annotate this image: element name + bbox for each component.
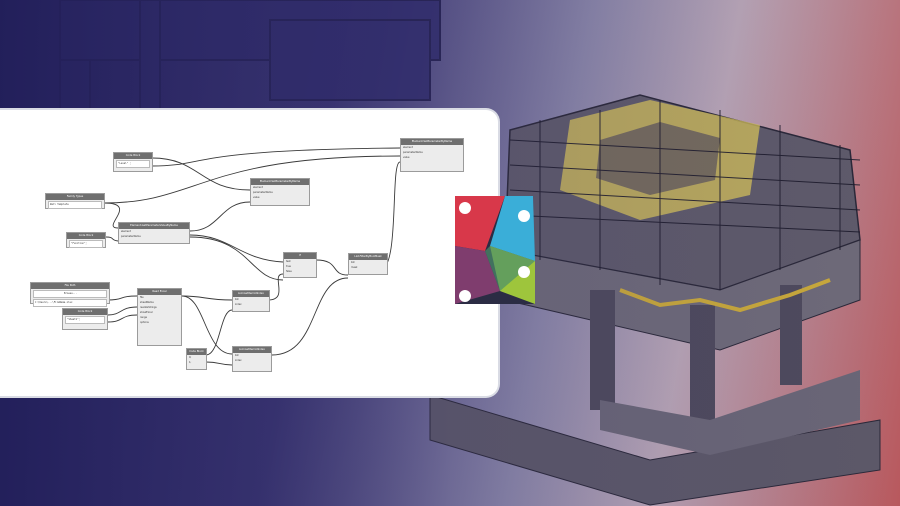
dynamo-graph-panel: Code Block "Level" ; Family Types Wall T… — [0, 108, 500, 398]
code-block-mid[interactable]: Code Block "Function"; — [66, 232, 106, 248]
get-item-node-2[interactable]: List.GetItemAtIndex list index — [232, 346, 272, 372]
file-path-node[interactable]: File Path Browse... C:\Users\...\FileNam… — [30, 282, 110, 307]
code-line[interactable]: 1; — [189, 361, 192, 364]
node-title: Code Block — [114, 153, 152, 159]
node-title: Code Block — [67, 233, 105, 239]
node-title: Family Types — [46, 194, 104, 200]
get-item-node-1[interactable]: List.GetItemAtIndex list index — [232, 290, 270, 312]
port-parameter-name[interactable]: parameterName — [253, 191, 273, 194]
port-show-excel[interactable]: showExcel — [140, 311, 153, 314]
port-false[interactable]: false — [286, 270, 292, 273]
code-line[interactable]: 0; — [189, 356, 192, 359]
code-line[interactable]: "Level" ; — [116, 160, 150, 168]
node-title: Element.SetParameterByName — [251, 179, 309, 185]
port-sheet-name[interactable]: sheetName — [140, 301, 154, 304]
port-range[interactable]: range — [140, 316, 147, 319]
set-parameter-node-1[interactable]: Element.SetParameterByName element param… — [250, 178, 310, 206]
port-true[interactable]: true — [286, 265, 291, 268]
filter-by-bool-mask-node[interactable]: List.FilterByBoolMask list mask — [348, 253, 388, 275]
node-title: If — [284, 253, 316, 259]
node-title: Code Block — [63, 309, 107, 315]
code-line[interactable]: "Sheet1"; — [65, 316, 105, 324]
port-read-as-strings[interactable]: readAsStrings — [140, 306, 157, 309]
code-line[interactable]: "Function"; — [69, 240, 103, 248]
node-title: Element.SetParameterByName — [401, 139, 463, 145]
node-title: Read Excel — [138, 289, 181, 295]
node-title: List.GetItemAtIndex — [233, 347, 271, 353]
port-list[interactable]: list — [351, 261, 355, 264]
node-title: File Path — [31, 283, 109, 289]
graph-wires — [103, 147, 401, 366]
port-index[interactable]: index — [235, 359, 242, 362]
port-mask[interactable]: mask — [351, 266, 358, 269]
port-test[interactable]: test — [286, 260, 291, 263]
port-file[interactable]: file — [140, 296, 144, 299]
code-block-index[interactable]: Code Block 0; 1; — [186, 348, 207, 370]
get-parameter-node[interactable]: Element.GetParameterValueByName element … — [118, 222, 190, 244]
port-value[interactable]: value — [403, 156, 410, 159]
dynamo-logo-icon — [455, 196, 535, 304]
port-element[interactable]: element — [253, 186, 263, 189]
node-title: Element.GetParameterValueByName — [119, 223, 189, 229]
node-title: List.FilterByBoolMask — [349, 254, 387, 260]
file-path-value: C:\Users\...\FileName.xlsx — [33, 299, 107, 307]
browse-button[interactable]: Browse... — [33, 290, 107, 298]
port-value[interactable]: value — [253, 196, 260, 199]
port-index[interactable]: index — [235, 303, 242, 306]
port-list[interactable]: list — [235, 354, 239, 357]
port-list[interactable]: list — [235, 298, 239, 301]
port-element[interactable]: element — [403, 146, 413, 149]
code-block-sheet[interactable]: Code Block "Sheet1"; — [62, 308, 108, 330]
port-options[interactable]: options — [140, 321, 149, 324]
node-title: Code Block — [187, 349, 206, 355]
if-node[interactable]: If test true false — [283, 252, 317, 278]
read-excel-node[interactable]: Read Excel file sheetName readAsStrings … — [137, 288, 182, 346]
set-parameter-node-2[interactable]: Element.SetParameterByName element param… — [400, 138, 464, 172]
code-block-top[interactable]: Code Block "Level" ; — [113, 152, 153, 172]
family-types-node[interactable]: Family Types Wall Template — [45, 193, 105, 209]
port-parameter-name[interactable]: parameterName — [121, 235, 141, 238]
port-parameter-name[interactable]: parameterName — [403, 151, 423, 154]
port-element[interactable]: element — [121, 230, 131, 233]
node-title: List.GetItemAtIndex — [233, 291, 269, 297]
family-type-dropdown[interactable]: Wall Template — [48, 201, 102, 209]
